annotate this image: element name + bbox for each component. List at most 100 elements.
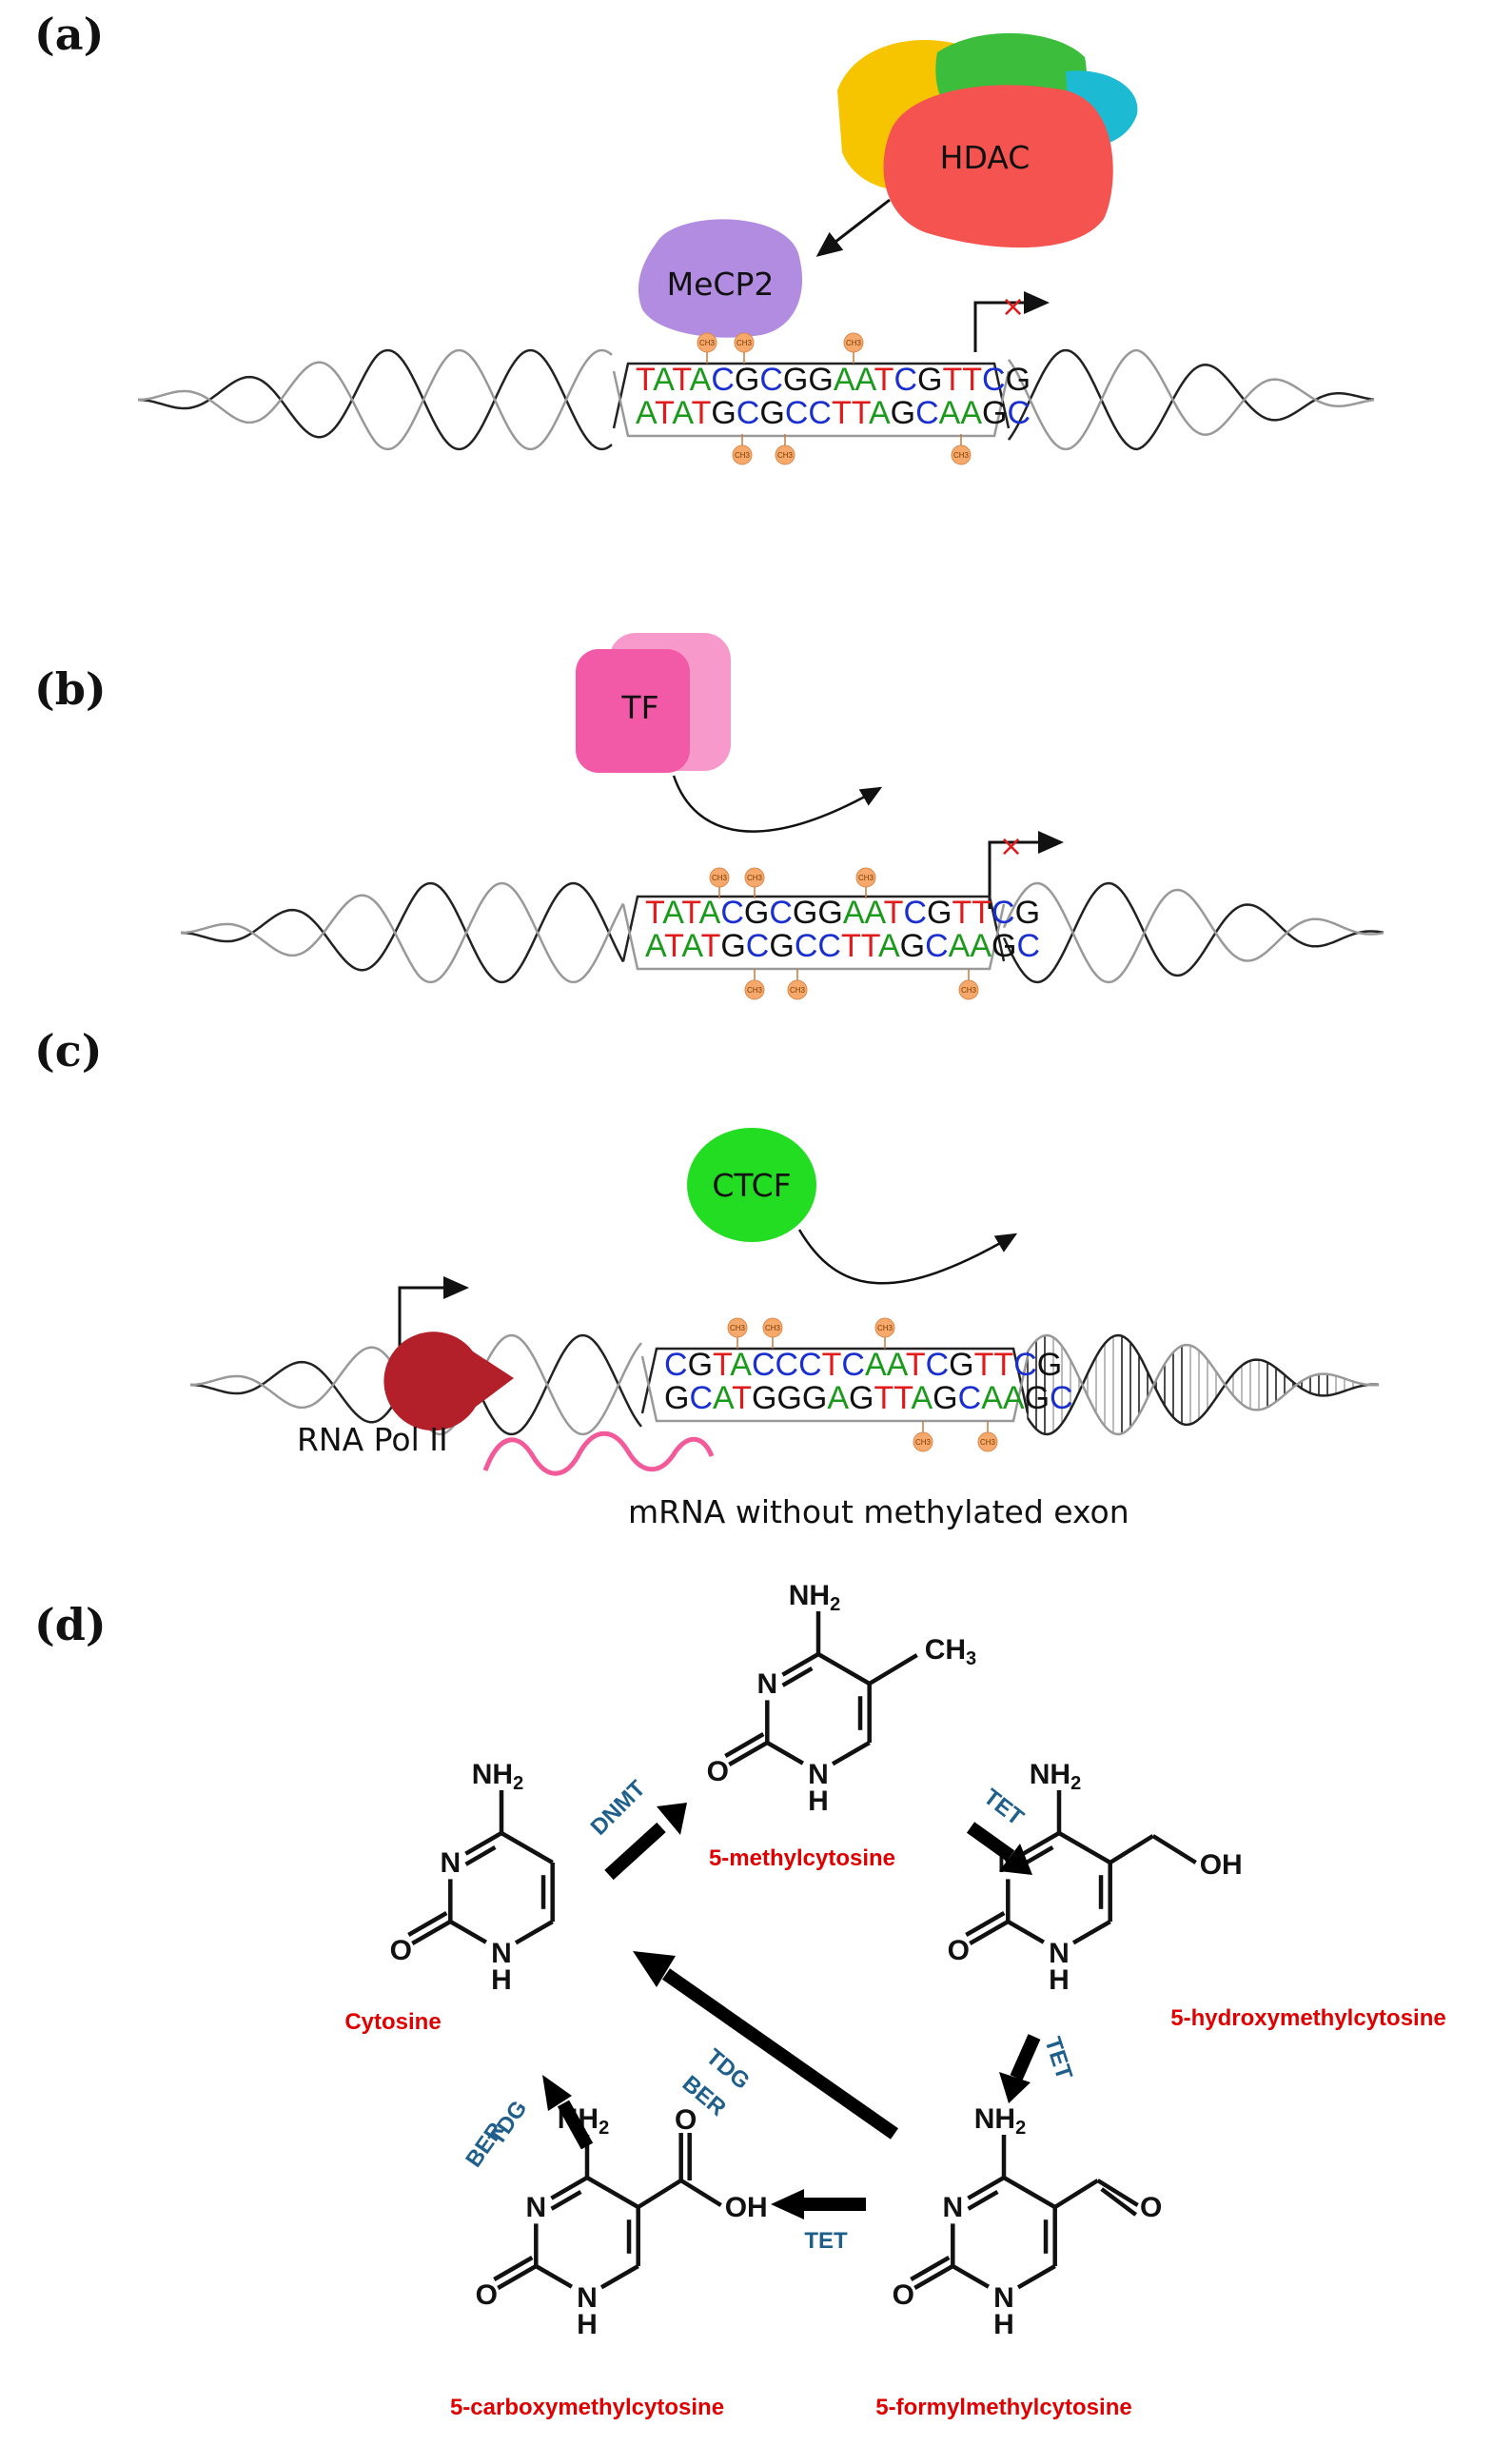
carbonyl-bond	[728, 1741, 769, 1766]
methyl-label: CH3	[953, 451, 970, 460]
ring-bond	[1057, 1831, 1111, 1864]
name-5-carboxymethylcytosine: 5-carboxymethylcytosine	[450, 2395, 724, 2420]
arrow-carboxy-to-cytosine: TDG BER	[461, 2075, 594, 2172]
methyl-group-icon	[775, 444, 795, 465]
formyl-bond	[1053, 2179, 1099, 2209]
ring-bond	[1022, 1831, 1061, 1856]
hydroxyl-group: OH	[1200, 1849, 1243, 1881]
enzyme-dnmt: DNMT	[586, 1775, 651, 1840]
dna-helix-a	[137, 348, 1375, 451]
ctcf-shape	[687, 1128, 816, 1242]
methyl-group-icon	[732, 444, 753, 465]
ring-bond	[599, 2264, 639, 2290]
carbonyl-bond	[969, 1920, 1010, 1945]
pol-label: RNA Pol II	[297, 1421, 448, 1458]
dna-strand	[180, 881, 625, 984]
hydroxyl-bond	[1151, 1834, 1197, 1864]
seq-top-b: TATACGCGGAATCGTTCG	[645, 895, 1040, 931]
methyl-label: CH3	[735, 451, 751, 460]
methyl-group-icon	[977, 1431, 998, 1452]
methyl-group-icon	[958, 979, 979, 1000]
amine-group: NH2	[974, 2103, 1026, 2139]
carbonyl-bond	[724, 1732, 765, 1758]
ring-bond	[1016, 2264, 1056, 2290]
carbonyl-bond	[493, 2256, 534, 2281]
ring-bond	[1071, 1920, 1111, 1945]
ring-bond	[550, 2176, 589, 2200]
transcription-start-blocked-b: ×	[988, 830, 1064, 909]
methyl-label: CH3	[699, 339, 716, 347]
atom-o: O	[707, 1756, 729, 1787]
atom-h: H	[491, 1964, 512, 1996]
atom-h: H	[1049, 1964, 1070, 1996]
atom-n3: N	[942, 2192, 963, 2223]
panel-b: (b) TF × TATACGCGGAATCGTTCG ATATGCGCCTTA…	[34, 633, 1384, 1000]
methyl-group-icon	[734, 332, 755, 353]
carbonyl-bond	[411, 1920, 452, 1945]
ring-bond	[514, 1920, 554, 1945]
methyl-group-icon	[697, 332, 717, 353]
dna-strand	[1026, 1333, 1380, 1436]
ctcf-label: CTCF	[712, 1167, 791, 1204]
name-5-methylcytosine: 5-methylcytosine	[709, 1845, 895, 1871]
hdac-label: HDAC	[940, 139, 1031, 176]
methyl-group-icon	[709, 867, 730, 888]
double-bond	[464, 1845, 497, 1866]
mecp2-shape	[638, 219, 803, 338]
ring-bond	[1007, 1920, 1046, 1944]
double-bond	[781, 1667, 814, 1687]
atom-h: H	[993, 2309, 1014, 2340]
atom-n3: N	[525, 2192, 546, 2223]
methyl-group-icon	[762, 1317, 783, 1338]
dna-strand	[1002, 881, 1384, 984]
methyl-group-icon	[744, 979, 765, 1000]
double-bond	[550, 2190, 582, 2211]
carbonyl-bond	[1096, 2179, 1139, 2207]
dna-strand	[137, 348, 613, 451]
ring-bond	[449, 1920, 488, 1944]
ctcf-release-arrow	[797, 1229, 1018, 1285]
seq-top-c: CGTACCCTCAATCGTTCG	[664, 1347, 1062, 1383]
dna-strand	[180, 881, 625, 984]
atom-o: O	[390, 1935, 412, 1966]
methyl-bond	[868, 1653, 918, 1686]
tf-release-arrow	[672, 775, 883, 833]
methyl-group-icon	[855, 867, 876, 888]
ring-bond	[535, 2264, 574, 2289]
methyl-group-icon	[874, 1317, 895, 1338]
name-cytosine: Cytosine	[344, 2009, 441, 2035]
methyl-label: CH3	[747, 874, 763, 882]
methyl-label: CH3	[747, 986, 763, 995]
ring-bond	[952, 2264, 991, 2289]
atom-h: H	[577, 2309, 598, 2340]
dna-strand	[137, 348, 613, 451]
methyl-group: CH3	[925, 1634, 976, 1669]
atom-n3: N	[756, 1668, 777, 1700]
methyl-label: CH3	[777, 451, 794, 460]
arrow-formyl-to-carboxy: TET	[771, 2189, 866, 2254]
ring-bond	[831, 1741, 871, 1766]
atom-o: O	[476, 2279, 498, 2311]
ring-bond	[464, 1831, 503, 1856]
panel-c-label: (c)	[34, 1025, 103, 1076]
red-x-icon: ×	[999, 830, 1023, 863]
tss-arrow	[988, 831, 1064, 909]
carboxyl-bond	[637, 2179, 682, 2209]
tf-protein: TF	[576, 633, 731, 773]
seq-bottom-b: ATATGCGCCTTAGCAAGC	[645, 928, 1040, 964]
open-strand-bottom	[621, 903, 1006, 971]
carboxyl-oh: OH	[725, 2192, 768, 2223]
dna-strand	[1007, 348, 1375, 451]
carbonyl-bond	[1100, 2187, 1138, 2217]
tss-arrow-active	[398, 1276, 469, 1351]
carbonyl-bond	[965, 1911, 1006, 1937]
panel-c: (c) CTCF CGTACCCTCAATCGTTCG GCATGGGAGTTA…	[34, 1025, 1380, 1530]
panel-d-label: (d)	[34, 1599, 107, 1650]
atom-o: O	[893, 2279, 914, 2311]
seq-bottom-c: GCATGGGAGTTAGCAAGC	[664, 1380, 1073, 1416]
dna-strand	[1026, 1333, 1380, 1436]
carboxyl-oh-bond	[679, 2179, 722, 2207]
amine-group: NH2	[1030, 1759, 1081, 1794]
